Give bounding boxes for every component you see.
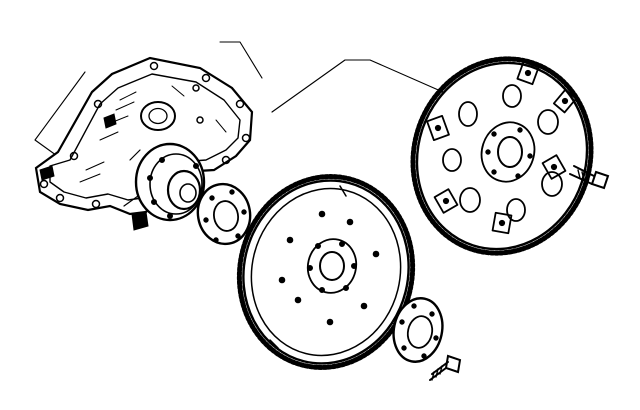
engine-block-icon bbox=[34, 56, 254, 231]
flywheel-icon bbox=[236, 174, 416, 370]
spacer-plate-icon bbox=[196, 182, 252, 246]
flexplate-icon bbox=[410, 56, 594, 256]
leader-line-left bbox=[34, 71, 86, 159]
washer-plate-icon bbox=[392, 297, 444, 363]
leader-line-flexplate bbox=[271, 59, 453, 113]
crankshaft-icon bbox=[123, 142, 206, 222]
bolt-icon bbox=[429, 354, 462, 381]
bolt-icon bbox=[569, 165, 610, 190]
leader-line-top bbox=[219, 41, 263, 79]
